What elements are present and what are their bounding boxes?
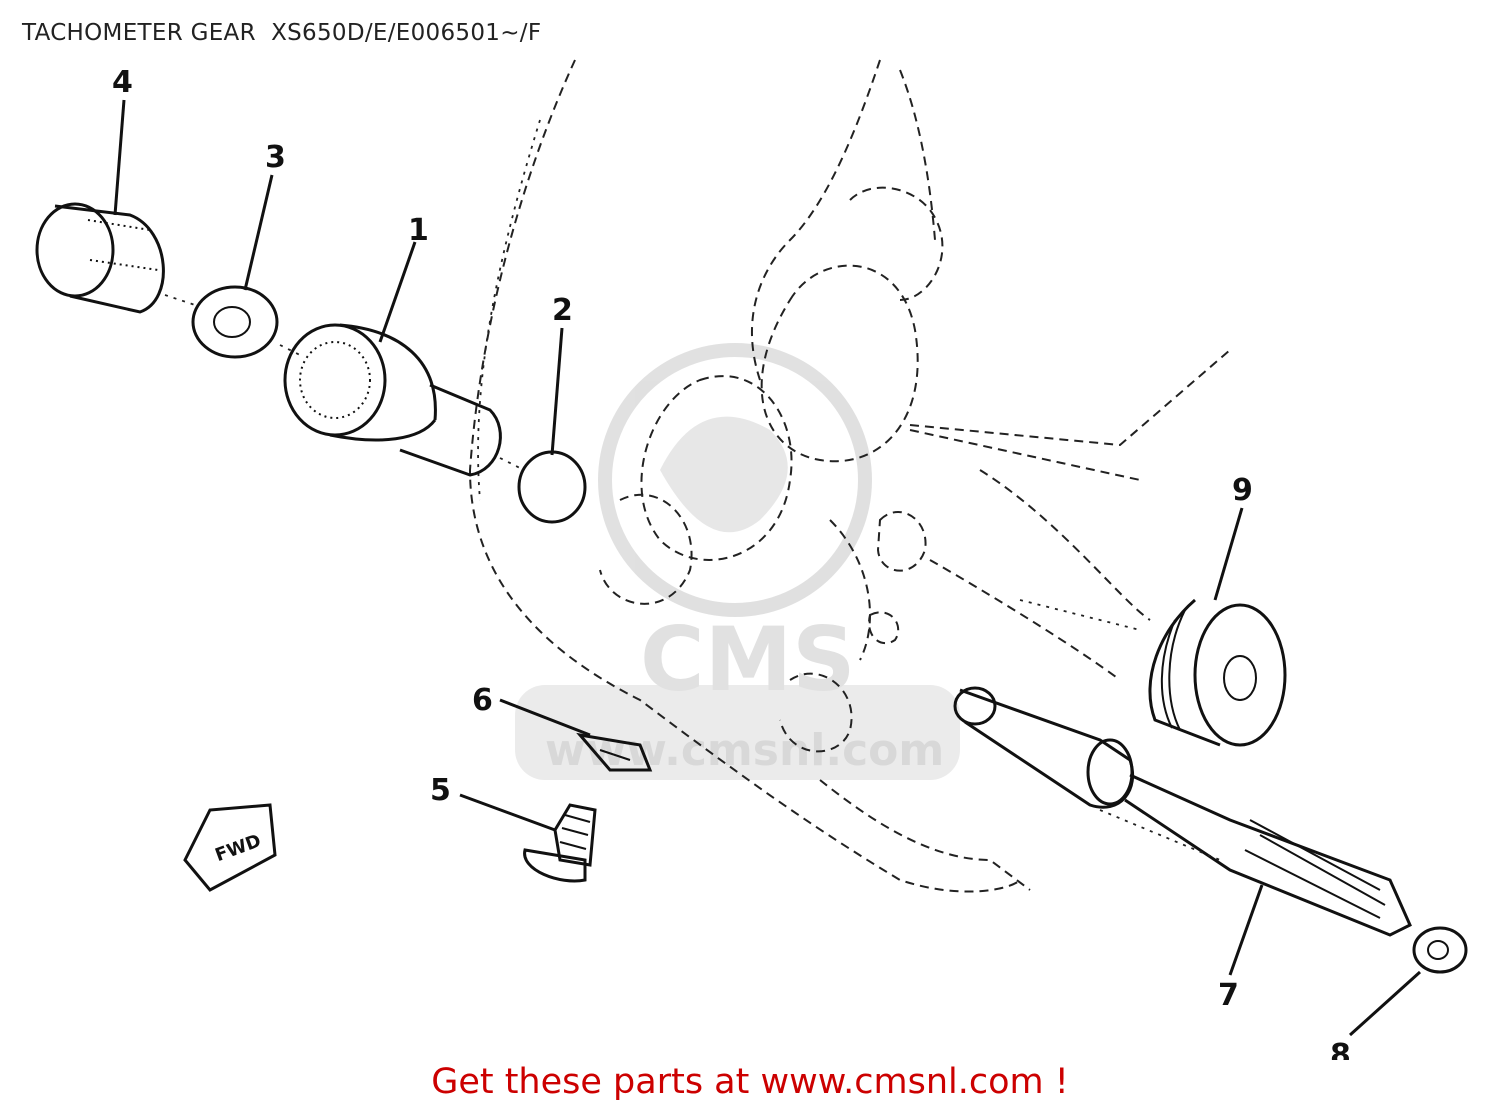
svg-text:FWD: FWD — [212, 830, 263, 866]
part-3-oil-seal — [191, 285, 279, 359]
engine-case-outline — [468, 59, 1231, 893]
part-7-tachometer-gear-shaft — [953, 686, 1412, 937]
leader-line-6 — [499, 698, 591, 737]
leader-line-5 — [459, 793, 556, 832]
callout-5: 5 — [430, 773, 451, 808]
part-4-cover — [35, 202, 165, 314]
part-9-plug — [1148, 598, 1287, 747]
page-title: TACHOMETER GEAR XS650D/E/E006501~/F — [22, 20, 542, 46]
leader-line-1 — [378, 241, 417, 343]
exploded-parts-diagram: CMS www.cmsnl.com — [35, 59, 1468, 1060]
callout-4: 4 — [112, 65, 133, 100]
callout-2: 2 — [552, 293, 573, 328]
part-1-housing — [283, 323, 502, 477]
leader-line-9 — [1213, 507, 1244, 601]
leader-line-2 — [550, 327, 564, 456]
part-5-bolt — [523, 803, 597, 883]
part-8-washer — [1412, 926, 1468, 974]
callout-3: 3 — [265, 140, 286, 175]
leader-line-7 — [1228, 884, 1264, 976]
callout-8: 8 — [1330, 1038, 1351, 1060]
watermark-logo: CMS www.cmsnl.com — [515, 343, 960, 780]
watermark-text: www.cmsnl.com — [545, 725, 944, 776]
footer-cta-link[interactable]: Get these parts at www.cmsnl.com ! — [431, 1062, 1069, 1102]
callout-6: 6 — [472, 683, 493, 718]
svg-text:CMS: CMS — [640, 608, 856, 711]
part-6-plate — [576, 732, 653, 772]
fwd-direction-tag: FWD — [183, 803, 277, 892]
callout-1: 1 — [408, 213, 429, 248]
callout-7: 7 — [1218, 978, 1239, 1013]
leader-line-4 — [113, 99, 126, 216]
leader-line-8 — [1348, 970, 1422, 1037]
leader-line-3 — [243, 174, 274, 291]
callout-9: 9 — [1232, 473, 1253, 508]
part-2-o-ring — [517, 450, 587, 524]
